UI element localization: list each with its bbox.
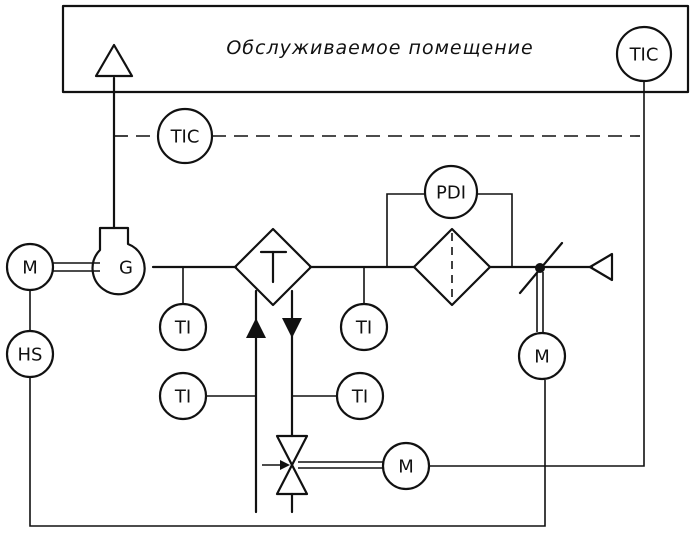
signal-line-room-tic (429, 82, 645, 467)
pdi-circle (423, 164, 479, 220)
pdi-label: PDI (436, 183, 466, 204)
valve-actuator-arrow (280, 460, 290, 470)
damper-motor-label: M (534, 347, 550, 368)
supply-outlet-arrow (94, 43, 134, 230)
damper-motor: M (517, 331, 567, 381)
filter (412, 227, 492, 307)
return-flow-arrow (282, 318, 302, 338)
tic-room-circle (615, 25, 673, 83)
ti-4-circle (335, 371, 385, 421)
ti-2: TI (339, 302, 389, 352)
served-room: Обслуживаемое помещение (61, 4, 690, 94)
filter-diamond (412, 227, 492, 307)
valve-motor: M (381, 441, 431, 491)
tic-mid-circle (156, 107, 214, 165)
fan-motor: M (5, 242, 55, 292)
damper (518, 241, 564, 332)
tic-room-label: TIC (629, 45, 659, 66)
served-room-label: Обслуживаемое помещение (226, 37, 533, 59)
ti-2-circle (339, 302, 389, 352)
fan: G (91, 226, 146, 296)
ti-3: TI (158, 371, 208, 421)
ti-2-label: TI (355, 318, 372, 339)
supply-flow-arrow (246, 318, 266, 338)
ti-4: TI (335, 371, 385, 421)
valve-top-triangle (275, 434, 309, 467)
outlet-arrow-head (94, 43, 134, 78)
ti-3-circle (158, 371, 208, 421)
ti-3-label: TI (174, 387, 191, 408)
tic-mid-label: TIC (170, 127, 200, 148)
ti-4-label: TI (351, 387, 368, 408)
ti-1-label: TI (174, 318, 191, 339)
pdi-tap-left (386, 193, 425, 267)
damper-motor-circle (517, 331, 567, 381)
ti-1-circle (158, 302, 208, 352)
heat-exchanger (233, 227, 313, 307)
valve-motor-label: M (398, 457, 414, 478)
fan-housing (91, 226, 146, 296)
fan-label: G (119, 258, 133, 279)
hs-label: HS (18, 345, 43, 366)
valve-bottom-triangle (275, 463, 309, 496)
tic-room-sensor: TIC (615, 25, 673, 83)
interlock-line-bottom (29, 377, 546, 527)
damper-pivot (535, 263, 545, 273)
hand-switch-hs: HS (5, 329, 55, 379)
heat-exchanger-diamond (233, 227, 313, 307)
pdi-gauge: PDI (423, 164, 479, 220)
pdi-tap-right (477, 193, 513, 267)
control-valve (262, 434, 384, 496)
valve-motor-circle (381, 441, 431, 491)
fan-motor-label: M (22, 258, 38, 279)
air-intake-triangle (588, 252, 614, 282)
ti-1: TI (158, 302, 208, 352)
served-room-box (61, 4, 690, 94)
tic-controller: TIC (156, 107, 214, 165)
